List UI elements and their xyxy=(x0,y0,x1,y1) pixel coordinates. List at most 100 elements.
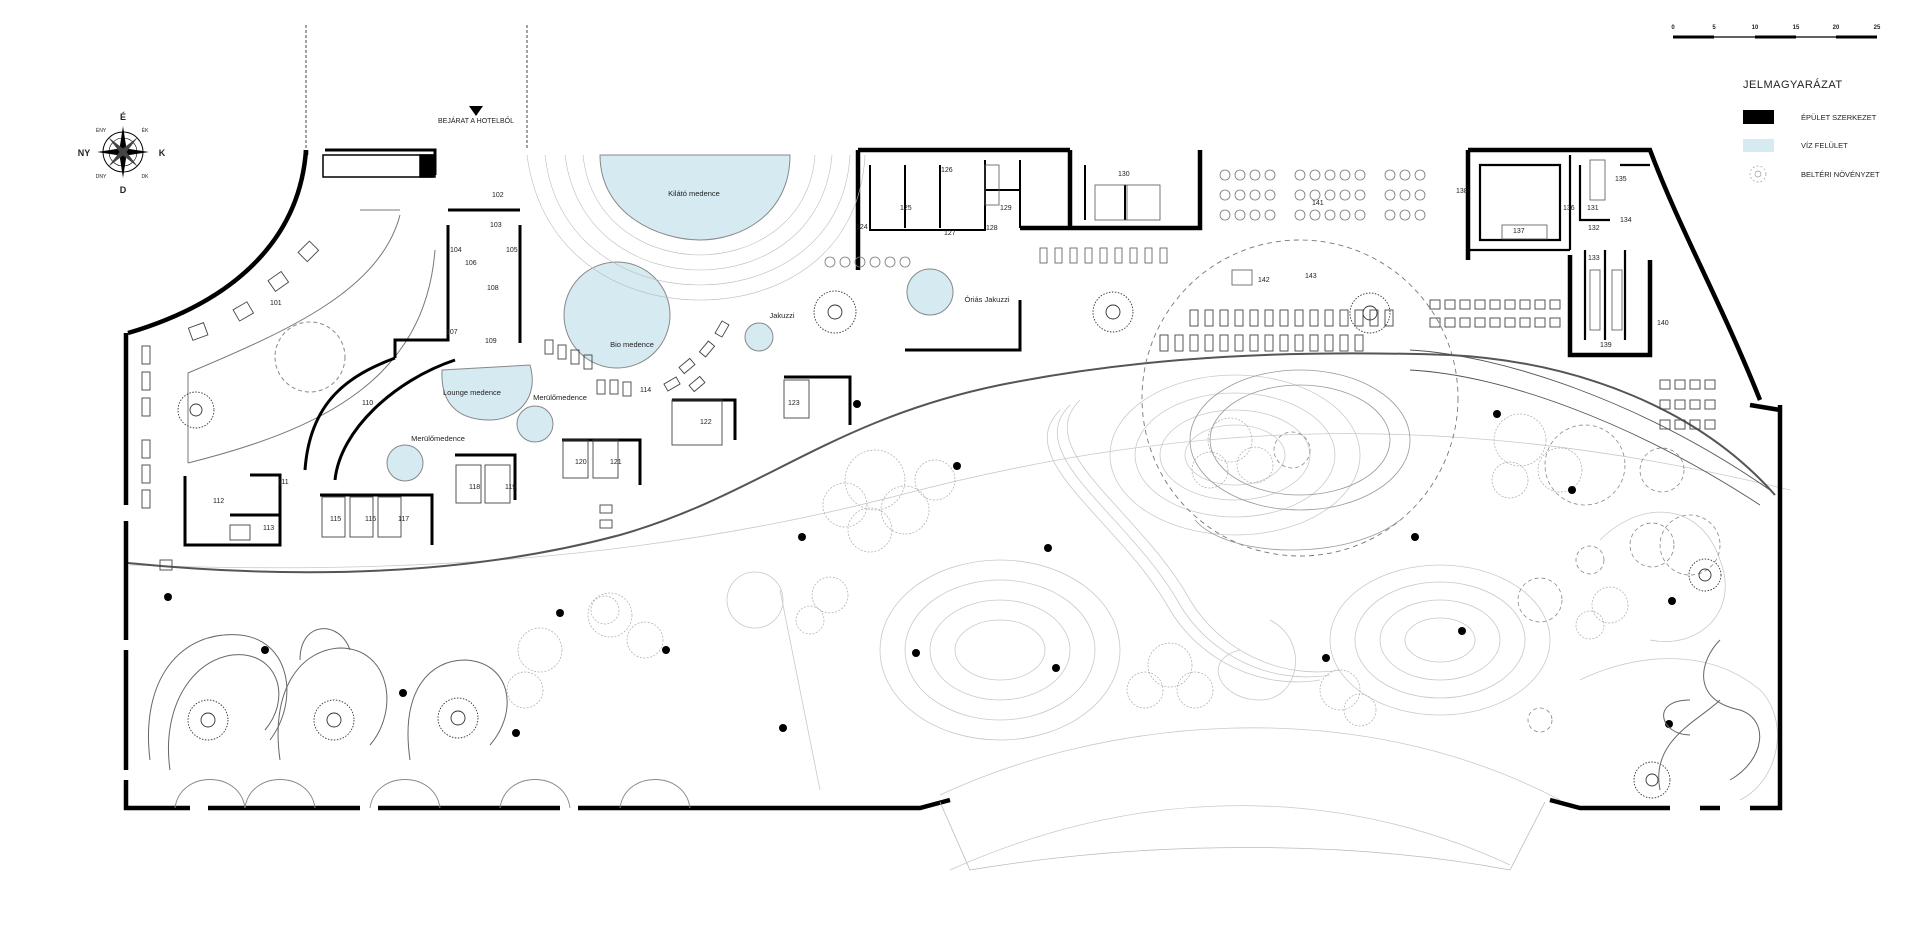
entrance-arrow-icon xyxy=(469,106,483,116)
dining-area-141 xyxy=(824,169,1426,268)
room-143: 143 xyxy=(1305,273,1317,280)
legend: JELMAGYARÁZAT ÉPÜLET SZERKEZET VÍZ FELÜL… xyxy=(1743,78,1880,183)
scale-tick-25: 25 xyxy=(1874,25,1881,31)
compass-west: NY xyxy=(78,148,91,158)
room-101: 101 xyxy=(270,300,282,307)
room-134: 134 xyxy=(1620,217,1632,224)
room-118: 118 xyxy=(469,484,480,491)
room-139: 139 xyxy=(1600,342,1612,349)
compass-east: K xyxy=(159,148,166,158)
bio-medence-pool xyxy=(563,261,671,369)
scale-tick-15: 15 xyxy=(1793,25,1800,31)
scale-bar: 0 5 10 15 20 25 xyxy=(1671,25,1881,39)
compass-northeast: ÉK xyxy=(142,127,149,134)
lounge-medence-pool xyxy=(441,364,533,421)
pool-label-jakuzzi: Jakuzzi xyxy=(769,311,794,320)
compass-southwest: DNY xyxy=(96,174,107,180)
room-103: 103 xyxy=(490,222,502,229)
left-loungers xyxy=(141,240,320,571)
bio-loungers xyxy=(544,320,730,529)
room-123: 123 xyxy=(788,400,800,407)
scale-tick-20: 20 xyxy=(1833,25,1840,31)
middle-top-rooms xyxy=(869,160,1126,231)
pool-label-merulo-2: Merülőmedence xyxy=(411,434,465,443)
central-dome-rings xyxy=(1189,369,1411,551)
right-building-block xyxy=(1466,150,1650,340)
room-125: 125 xyxy=(900,205,912,212)
room-127: 127 xyxy=(944,230,956,237)
columns xyxy=(164,400,1676,737)
central-dome-outline xyxy=(1141,239,1459,557)
room-124: 124 xyxy=(856,224,868,231)
room-140: 140 xyxy=(1657,320,1669,327)
room-137: 137 xyxy=(1513,228,1525,235)
room-132: 132 xyxy=(1588,225,1600,232)
left-deck-planter xyxy=(274,321,346,393)
left-building-block xyxy=(183,148,1022,547)
room-142: 142 xyxy=(1258,277,1270,284)
room-107: 107 xyxy=(446,329,458,336)
bottom-arch-planters xyxy=(174,779,691,809)
slides xyxy=(148,628,1761,791)
room-122: 122 xyxy=(700,419,712,426)
room-112: 112 xyxy=(213,498,224,505)
room-129: 129 xyxy=(1000,205,1012,212)
entrance-label: BEJÁRAT A HOTELBŐL xyxy=(438,116,514,125)
compass-northwest: ÉNY xyxy=(96,127,107,134)
pool-label-lounge: Lounge medence xyxy=(443,388,501,397)
scale-tick-5: 5 xyxy=(1712,25,1716,31)
room-121: 121 xyxy=(610,459,622,466)
room-135: 135 xyxy=(1615,176,1627,183)
room-111: 111 xyxy=(278,479,289,486)
legend-swatch-structure xyxy=(1743,110,1774,124)
scale-tick-0: 0 xyxy=(1671,25,1675,31)
legend-swatch-plant xyxy=(1749,165,1767,183)
room-141: 141 xyxy=(1312,200,1324,207)
right-lounger-band xyxy=(1409,349,1771,491)
room-110: 110 xyxy=(362,400,373,407)
legend-label-structure: ÉPÜLET SZERKEZET xyxy=(1801,113,1877,122)
kilato-medence-pool xyxy=(599,154,791,241)
pool-label-bio: Bio medence xyxy=(610,340,654,349)
legend-swatch-water xyxy=(1743,139,1774,152)
room-115: 115 xyxy=(330,516,341,523)
pool-label-merulo-1: Merülőmedence xyxy=(533,393,587,402)
compass-rose: É K D NY ÉK ÉNY DK DNY xyxy=(78,112,166,195)
room-120: 120 xyxy=(575,459,587,466)
room-116: 116 xyxy=(365,516,376,523)
interior-boundary xyxy=(127,352,1776,574)
jakuzzi-pool xyxy=(744,322,774,352)
room-133: 133 xyxy=(1588,255,1600,262)
room-131: 131 xyxy=(1587,205,1599,212)
room-126: 126 xyxy=(941,167,953,174)
pool-label-kilato: Kilátó medence xyxy=(668,189,720,198)
merulo-medence-pool-2 xyxy=(386,444,424,482)
pool-label-orias-jakuzzi: Óriás Jakuzzi xyxy=(964,295,1009,304)
room-128: 128 xyxy=(986,225,998,232)
room-106: 106 xyxy=(465,260,477,267)
left-top-storage xyxy=(322,154,436,178)
room-labels: 101 102 103 104 105 106 107 108 109 110 … xyxy=(213,167,1669,532)
spiral-stairs xyxy=(177,290,1722,799)
room-136: 136 xyxy=(1563,205,1575,212)
exterior-trees xyxy=(506,413,1629,727)
room-109: 109 xyxy=(485,338,497,345)
outdoor-terrace xyxy=(939,801,1546,871)
exterior-tree-outlines xyxy=(1273,424,1721,733)
scale-tick-10: 10 xyxy=(1752,25,1759,31)
room-114: 114 xyxy=(640,387,651,394)
compass-southeast: DK xyxy=(142,174,150,180)
terrace-loungers xyxy=(1159,299,1716,430)
room-113: 113 xyxy=(263,525,274,532)
middle-top-fixtures xyxy=(984,164,1253,286)
legend-label-water: VÍZ FELÜLET xyxy=(1801,141,1848,150)
entrance-corridor xyxy=(305,25,528,150)
merulo-medence-pool-1 xyxy=(516,405,554,443)
left-curved-deck xyxy=(187,209,436,464)
room-119: 119 xyxy=(505,484,516,491)
right-building-fixtures xyxy=(1501,159,1623,331)
orias-jakuzzi-pool xyxy=(906,268,954,316)
room-138: 138 xyxy=(1456,188,1468,195)
room-130: 130 xyxy=(1118,171,1130,178)
